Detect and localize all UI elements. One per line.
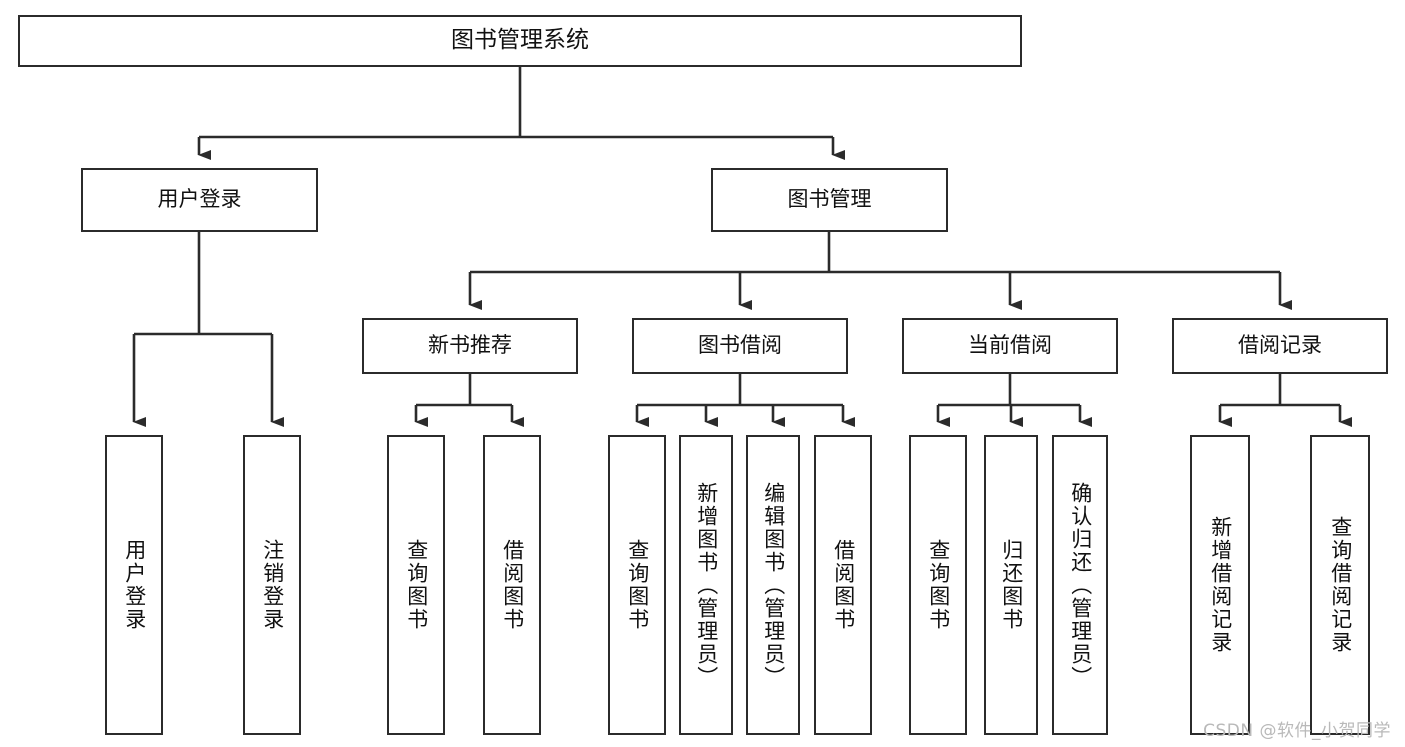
node-user-login-label: 用户登录	[157, 187, 242, 212]
node-leaf-borrow-book-2[interactable]: 借阅图书	[814, 435, 872, 735]
node-borrow-record-label: 借阅记录	[1238, 333, 1322, 358]
node-leaf-query-record[interactable]: 查询借阅记录	[1310, 435, 1370, 735]
node-leaf-borrow-book-2-label: 借阅图书	[831, 539, 856, 631]
node-book-manage[interactable]: 图书管理	[711, 168, 948, 232]
node-new-book-rec[interactable]: 新书推荐	[362, 318, 578, 374]
node-leaf-user-logout-label: 注销登录	[260, 539, 285, 631]
node-leaf-add-book-label: 新增图书（管理员）	[694, 481, 719, 689]
node-leaf-user-login-label: 用户登录	[122, 539, 147, 631]
node-leaf-add-book[interactable]: 新增图书（管理员）	[679, 435, 733, 735]
node-leaf-query-book-1-label: 查询图书	[404, 539, 429, 631]
node-new-book-rec-label: 新书推荐	[428, 333, 512, 358]
node-leaf-user-login[interactable]: 用户登录	[105, 435, 163, 735]
node-leaf-query-record-label: 查询借阅记录	[1328, 516, 1353, 654]
node-root[interactable]: 图书管理系统	[18, 15, 1022, 67]
node-root-label: 图书管理系统	[451, 27, 589, 54]
node-leaf-query-book-2-label: 查询图书	[625, 539, 650, 631]
node-book-borrow[interactable]: 图书借阅	[632, 318, 848, 374]
node-current-borrow[interactable]: 当前借阅	[902, 318, 1118, 374]
node-leaf-query-book-3-label: 查询图书	[926, 539, 951, 631]
node-leaf-query-book-2[interactable]: 查询图书	[608, 435, 666, 735]
node-current-borrow-label: 当前借阅	[968, 333, 1052, 358]
node-leaf-return-book-label: 归还图书	[999, 539, 1024, 631]
node-leaf-edit-book[interactable]: 编辑图书（管理员）	[746, 435, 800, 735]
node-leaf-edit-book-label: 编辑图书（管理员）	[761, 481, 786, 689]
node-leaf-borrow-book-1-label: 借阅图书	[500, 539, 525, 631]
csdn-watermark: CSDN @软件_小贺同学	[1203, 721, 1391, 741]
node-leaf-user-logout[interactable]: 注销登录	[243, 435, 301, 735]
node-leaf-add-record[interactable]: 新增借阅记录	[1190, 435, 1250, 735]
node-leaf-borrow-book-1[interactable]: 借阅图书	[483, 435, 541, 735]
node-leaf-confirm-return-label: 确认归还（管理员）	[1068, 481, 1093, 689]
node-leaf-query-book-1[interactable]: 查询图书	[387, 435, 445, 735]
node-leaf-query-book-3[interactable]: 查询图书	[909, 435, 967, 735]
node-leaf-return-book[interactable]: 归还图书	[984, 435, 1038, 735]
node-user-login[interactable]: 用户登录	[81, 168, 318, 232]
node-book-manage-label: 图书管理	[787, 187, 872, 212]
node-book-borrow-label: 图书借阅	[698, 333, 782, 358]
node-leaf-confirm-return[interactable]: 确认归还（管理员）	[1052, 435, 1108, 735]
node-leaf-add-record-label: 新增借阅记录	[1208, 516, 1233, 654]
node-borrow-record[interactable]: 借阅记录	[1172, 318, 1388, 374]
